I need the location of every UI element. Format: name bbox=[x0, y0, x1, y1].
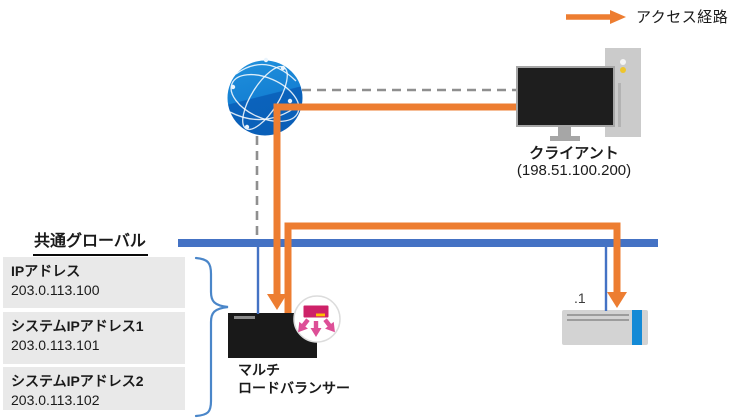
load-balancer-label: マルチ ロードバランサー bbox=[238, 361, 350, 397]
server-vent-line bbox=[567, 314, 629, 316]
ip-entry-value: 203.0.113.100 bbox=[11, 282, 100, 298]
tower-vent bbox=[618, 83, 621, 127]
tower-status-light bbox=[620, 67, 626, 73]
client-ip-label: (198.51.100.200) bbox=[516, 162, 632, 179]
global-ip-entry: システムIPアドレス1 203.0.113.101 bbox=[3, 312, 185, 364]
global-ip-entry: システムIPアドレス2 203.0.113.102 bbox=[3, 367, 185, 410]
ip-entry-value: 203.0.113.102 bbox=[11, 392, 100, 408]
ip-entry-label: システムIPアドレス2 bbox=[11, 373, 144, 389]
ip-entry-value: 203.0.113.101 bbox=[11, 337, 100, 353]
monitor-stand-base bbox=[550, 136, 580, 141]
ip-entry-label: システムIPアドレス1 bbox=[11, 318, 144, 334]
server-vent-line bbox=[567, 319, 629, 321]
load-balancer-chassis-detail bbox=[234, 316, 255, 319]
client-label: クライアント bbox=[529, 145, 619, 162]
global-ip-entry: IPアドレス 203.0.113.100 bbox=[3, 257, 185, 308]
server-host-label: .1 bbox=[574, 290, 586, 306]
legend-label: アクセス経路 bbox=[636, 9, 729, 26]
server-accent-stripe bbox=[632, 310, 642, 345]
load-balancer-label-line2: ロードバランサー bbox=[238, 380, 350, 396]
section-title: 共通グローバル bbox=[33, 227, 148, 256]
access-route-arrow-icon bbox=[566, 9, 626, 24]
monitor-stand bbox=[558, 127, 571, 136]
client-monitor-icon bbox=[516, 66, 615, 127]
ip-entry-label: IPアドレス bbox=[11, 263, 81, 279]
load-balancer-label-line1: マルチ bbox=[238, 362, 280, 378]
client-monitor-screen bbox=[518, 68, 613, 125]
tower-power-light bbox=[620, 59, 626, 65]
legend: アクセス経路 bbox=[566, 6, 728, 27]
server-icon bbox=[562, 310, 648, 345]
